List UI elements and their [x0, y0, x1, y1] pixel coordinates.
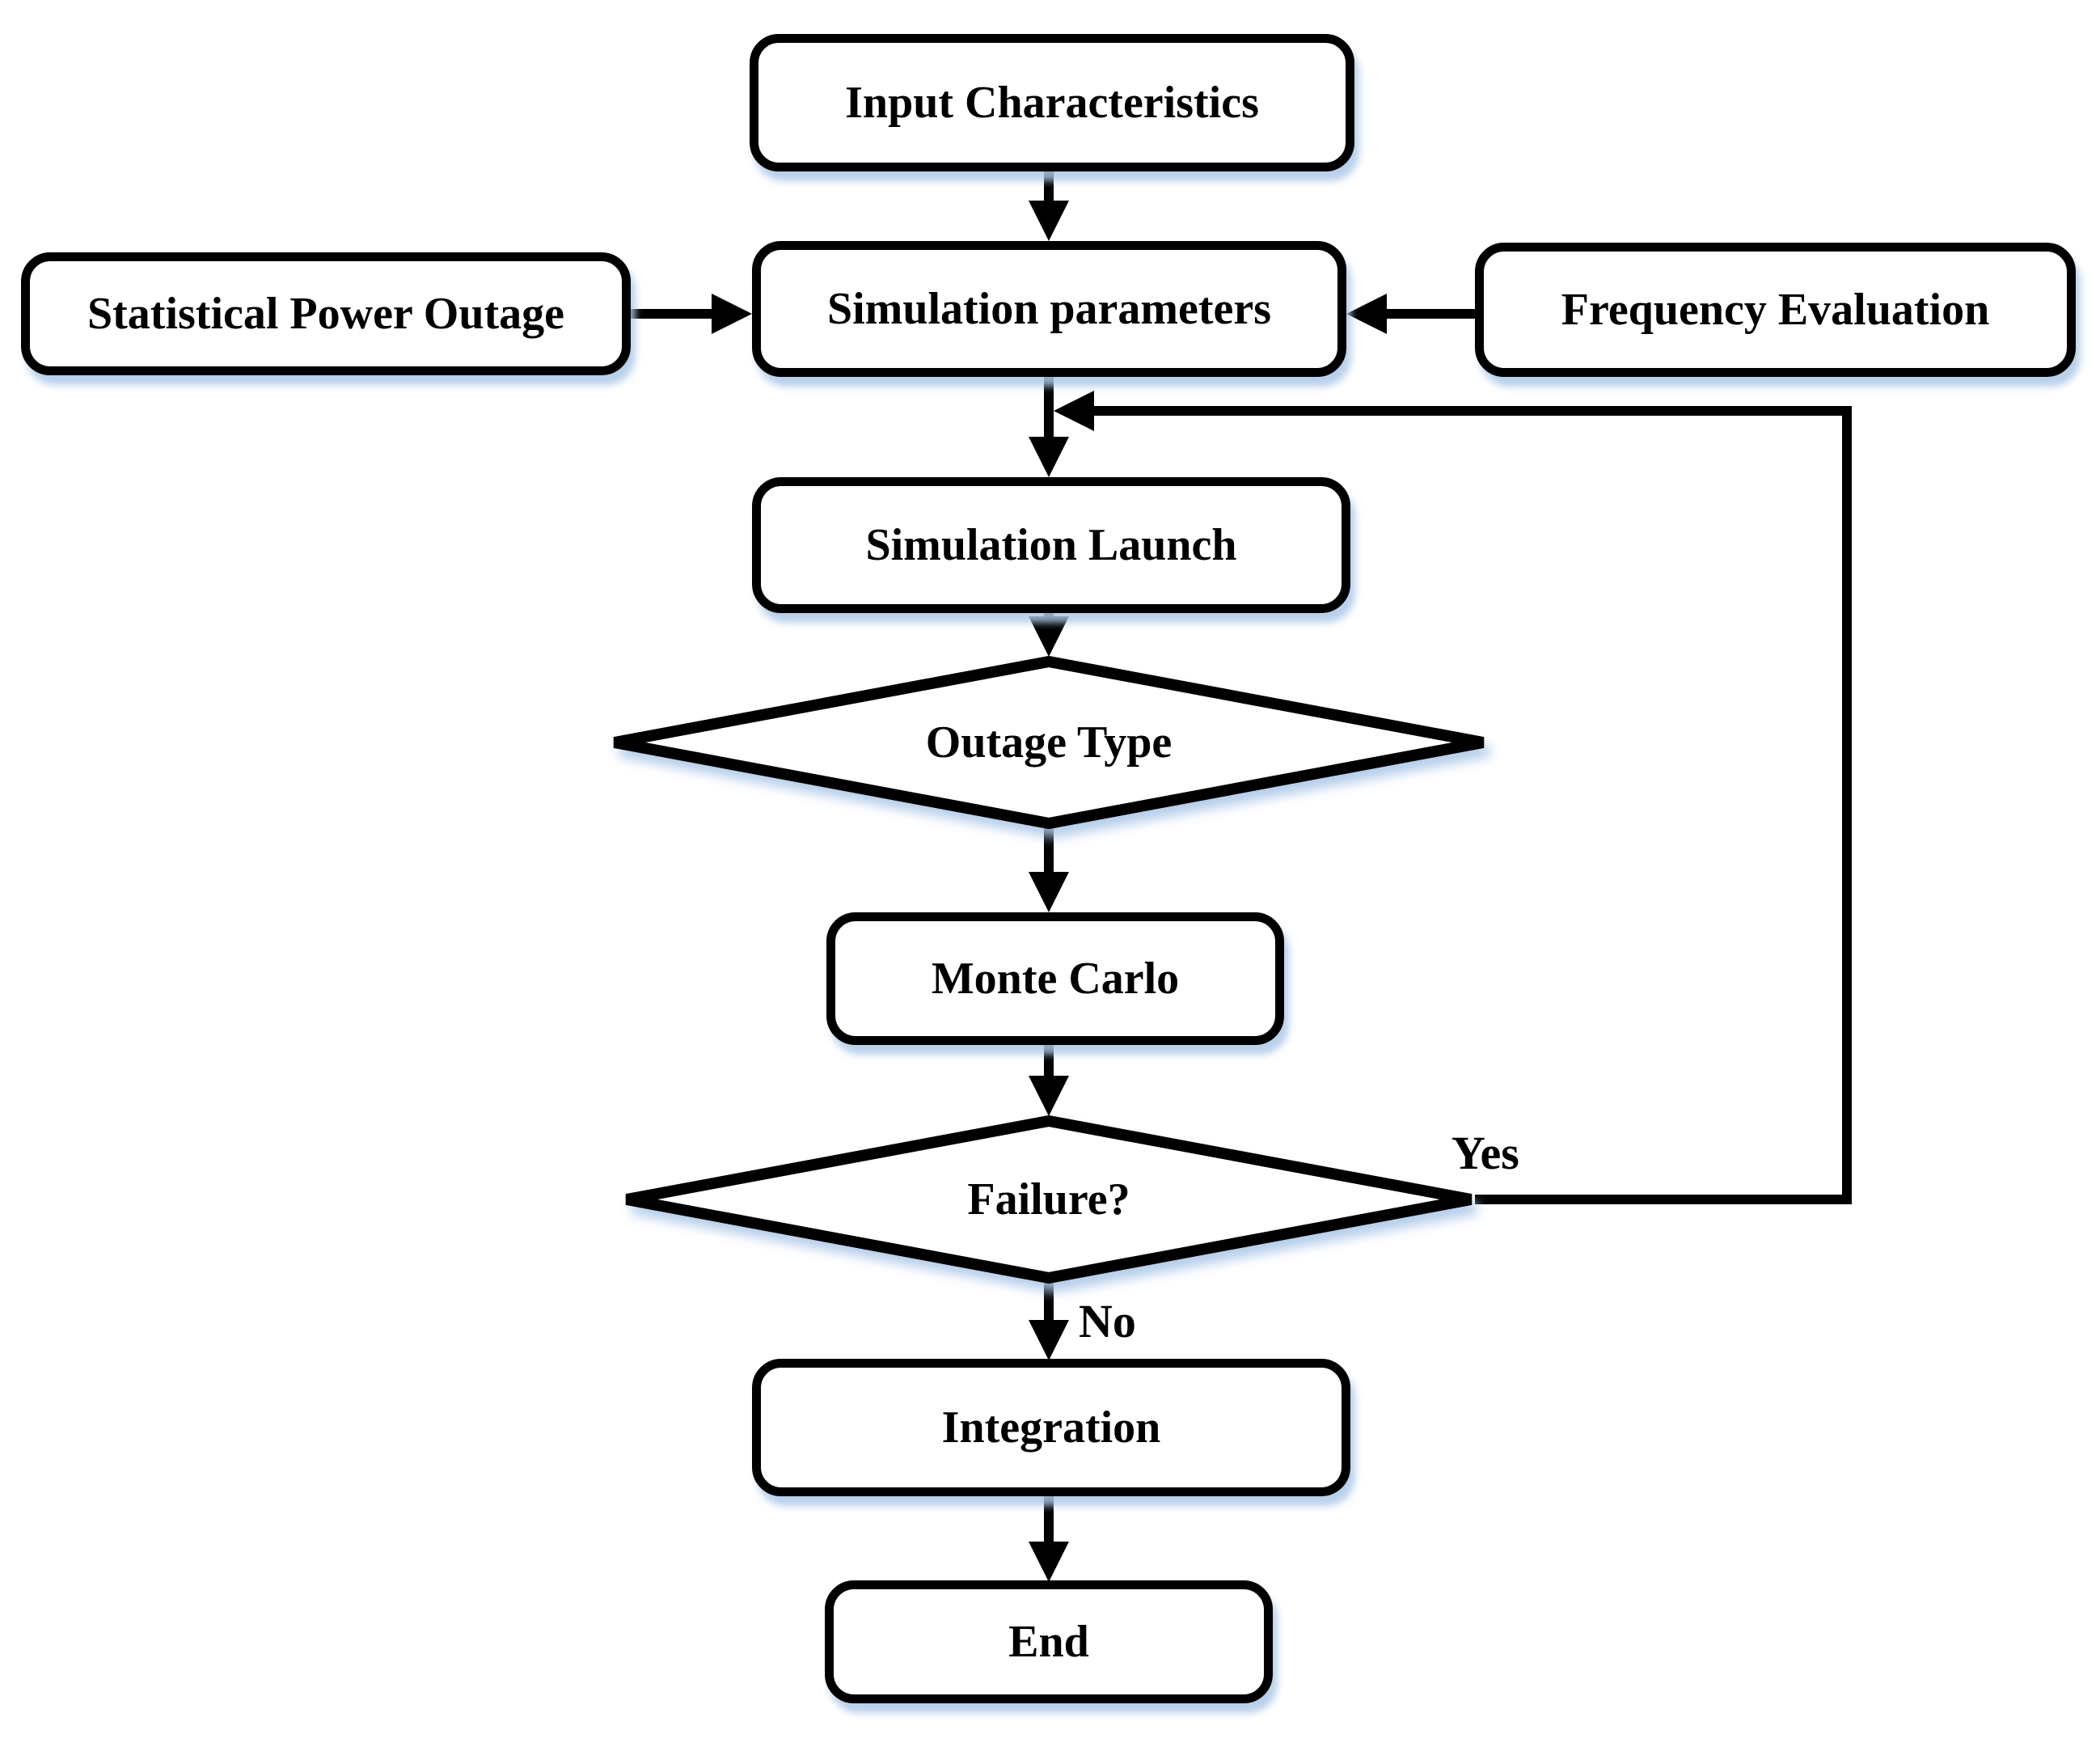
node-monte-carlo: Monte Carlo	[826, 912, 1284, 1045]
node-label: End	[1008, 1617, 1089, 1667]
node-end: End	[825, 1580, 1273, 1703]
edge-label-yes: Yes	[1451, 1127, 1519, 1179]
node-label: Input Characteristics	[845, 78, 1259, 128]
edge-feedback-arrowhead	[1054, 391, 1094, 431]
node-label: Integration	[941, 1402, 1161, 1453]
edge-outage-to-monte-arrowhead	[1029, 872, 1069, 912]
node-label: Simulation Launch	[865, 520, 1237, 570]
node-label: Simulation parameters	[826, 284, 1272, 334]
node-simulation-launch: Simulation Launch	[752, 477, 1350, 613]
edge-integration-to-end-line	[1044, 1495, 1054, 1545]
edge-failure-yes-line	[1475, 1195, 1852, 1204]
node-label: Outage Type	[925, 717, 1173, 768]
edge-statistical-to-simparams-line	[629, 309, 716, 319]
edge-simparams-to-launch-arrowhead	[1029, 437, 1069, 477]
node-outage-type: Outage Type	[608, 655, 1489, 830]
edge-feedback-vertical-line	[1842, 406, 1852, 1204]
edge-input-to-simparams-line	[1044, 171, 1054, 209]
edge-frequency-to-simparams-line	[1385, 309, 1477, 319]
node-simulation-parameters: Simulation parameters	[752, 241, 1346, 377]
edge-feedback-horizontal-line	[1092, 406, 1852, 416]
edge-launch-to-outage-arrowhead	[1029, 616, 1069, 657]
edge-outage-to-monte-line	[1044, 828, 1054, 877]
edge-simparams-to-launch-line	[1044, 375, 1054, 440]
edge-frequency-to-simparams-arrowhead	[1346, 294, 1387, 334]
edge-failure-no-arrowhead	[1029, 1320, 1069, 1360]
node-statistical-power-outage: Statistical Power Outage	[21, 252, 631, 375]
diamond-shape	[625, 1115, 1473, 1284]
edge-label-no: No	[1079, 1295, 1136, 1347]
node-label: Frequency Evaluation	[1561, 285, 1990, 335]
edge-monte-to-failure-arrowhead	[1029, 1076, 1069, 1116]
edge-integration-to-end-arrowhead	[1029, 1542, 1069, 1582]
node-label: Monte Carlo	[931, 954, 1180, 1004]
node-integration: Integration	[752, 1359, 1350, 1496]
node-frequency-evaluation: Frequency Evaluation	[1475, 243, 2076, 377]
edge-monte-to-failure-line	[1044, 1043, 1054, 1079]
node-label: Failure?	[967, 1174, 1130, 1225]
node-failure: Failure?	[620, 1115, 1477, 1284]
node-input-characteristics: Input Characteristics	[750, 34, 1354, 171]
edge-input-to-simparams-arrowhead	[1029, 201, 1069, 241]
node-label: Statistical Power Outage	[87, 289, 564, 339]
edge-failure-no-line	[1044, 1283, 1054, 1323]
diamond-shape	[613, 655, 1485, 830]
edge-statistical-to-simparams-arrowhead	[712, 294, 752, 334]
